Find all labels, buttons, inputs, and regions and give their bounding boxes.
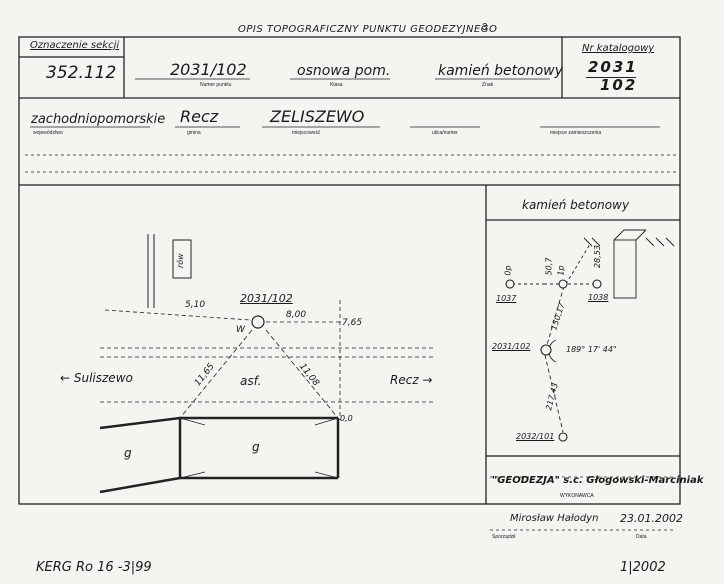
distance-d2: 28,53 <box>592 245 602 268</box>
direction-recz: Recz → <box>390 373 433 387</box>
angle-value: 189° 17' 44" <box>566 345 617 354</box>
mark-value: kamień betonowy <box>438 63 563 79</box>
company-name: "GEODEZJA" s.c. Głogowski-Marciniak <box>492 475 704 486</box>
mini-map-title: kamień betonowy <box>522 198 630 212</box>
page-mark: 3 <box>482 22 488 33</box>
distance-d6: 0p <box>503 265 513 276</box>
locality-value: ZELISZEWO <box>270 107 365 126</box>
class-label: Klasa <box>330 82 343 88</box>
mark-label: Znak <box>482 82 494 88</box>
voivodeship-value: zachodniopomorskie <box>31 112 166 127</box>
distance-up: 7,65 <box>342 318 363 328</box>
mark-w-label: W <box>236 325 245 335</box>
placement-label: miejsce zamieszczenia <box>550 130 602 136</box>
point-number-label: Numer punktu <box>200 82 232 88</box>
street-label: ulica/numer <box>432 130 458 136</box>
distance-left: 5,10 <box>185 300 206 310</box>
section-label: Oznaczenie sekcji <box>30 40 120 51</box>
form-title: OPIS TOPOGRAFICZNY PUNKTU GEODEZYJNEGO <box>238 24 498 35</box>
catalog-number-bottom: 102 <box>600 76 638 94</box>
field-center-label: g <box>252 440 260 454</box>
section-value: 352.112 <box>46 63 117 83</box>
date-label: Data <box>636 534 647 540</box>
field-left-label: g <box>124 446 132 460</box>
bottom-left-note: KERG Ro 16 -3|99 <box>36 560 152 575</box>
class-value: osnowa pom. <box>297 63 391 79</box>
commune-label: gmina <box>187 130 201 136</box>
voivodeship-label: województwo <box>33 130 63 136</box>
distance-d1: 50,7 <box>544 257 554 276</box>
company-label: WYKONAWCA <box>560 493 594 499</box>
distance-right: 8,00 <box>286 310 307 320</box>
point-2031-102: 2031/102 <box>492 342 531 351</box>
catalog-fraction-line <box>586 77 636 78</box>
point-number: 2031/102 <box>170 60 247 79</box>
author-label: Sporządził <box>492 534 516 540</box>
commune-value: Recz <box>180 107 219 126</box>
point-2032-101: 2032/101 <box>516 432 555 441</box>
control-point-marker <box>251 315 265 329</box>
locality-label: miejscowość <box>292 130 321 136</box>
bottom-right-note: 1|2002 <box>620 560 666 575</box>
distance-d5: 1p <box>556 265 566 276</box>
point-1037: 1037 <box>496 294 517 303</box>
zero-label: 0,0 <box>340 414 353 423</box>
direction-suliszewo: ← Suliszewo <box>60 371 133 385</box>
point-1038: 1038 <box>588 293 609 302</box>
catalog-number-top: 2031 <box>588 58 638 76</box>
surface-label: asf. <box>240 374 262 388</box>
sketch-point-label: 2031/102 <box>240 292 293 305</box>
catalog-label: Nr katalogowy <box>582 43 655 54</box>
document-date: 23.01.2002 <box>620 512 683 525</box>
author-name: Mirosław Hałodyn <box>510 513 599 524</box>
